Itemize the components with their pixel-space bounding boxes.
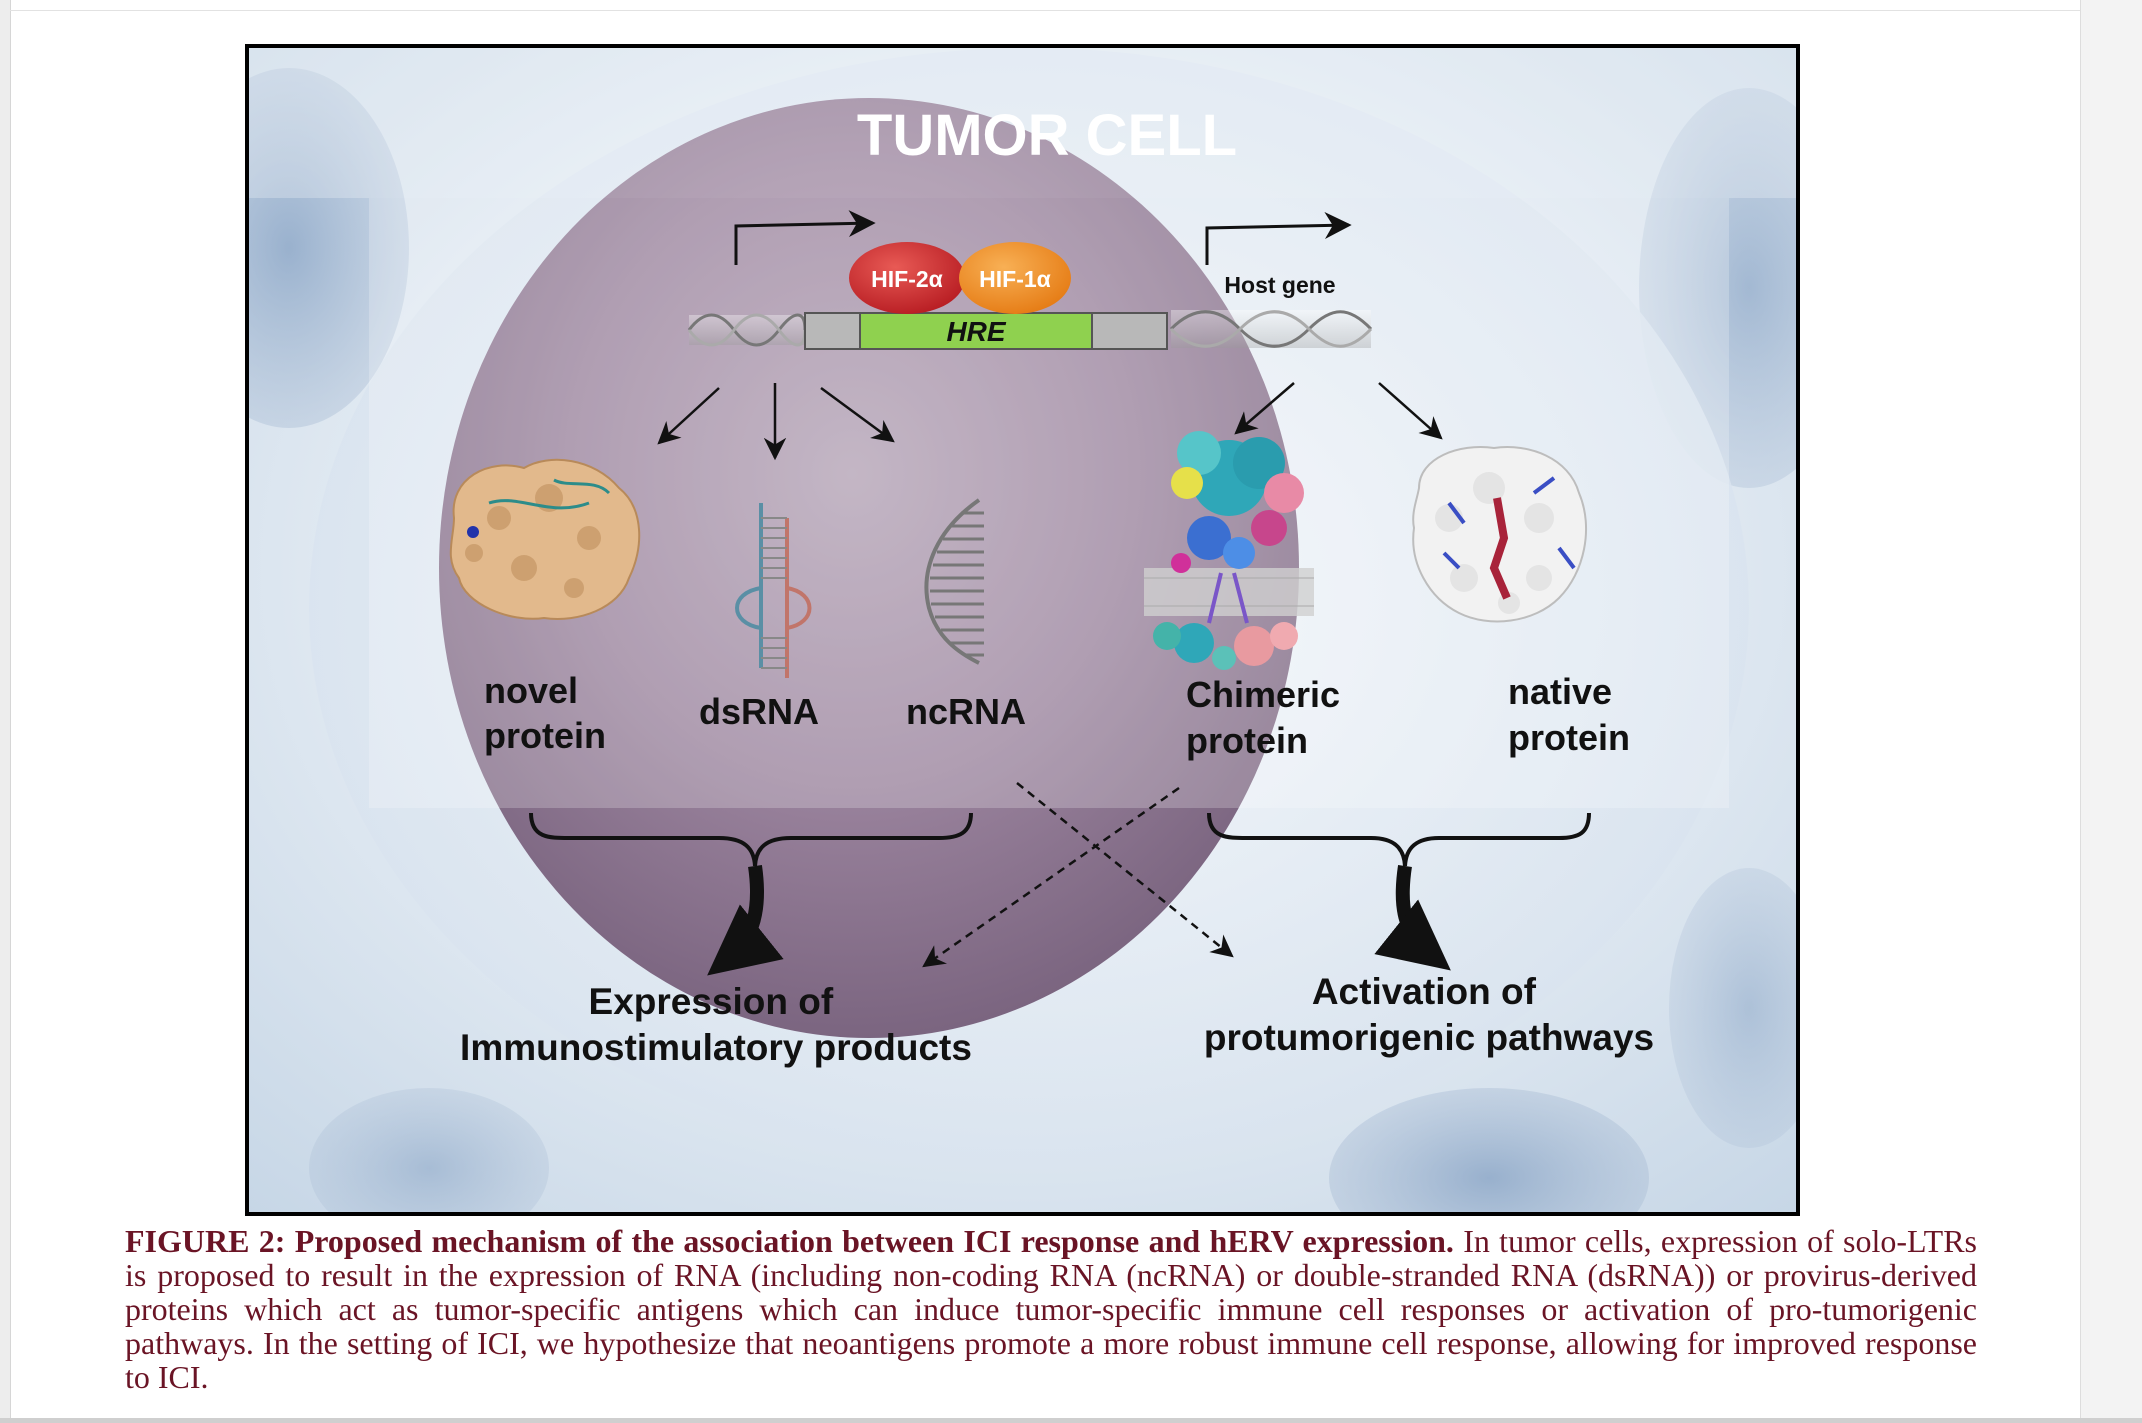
dsrna-label: dsRNA	[699, 691, 819, 732]
dashed-arrow-chimeric-to-immunostimulatory	[922, 786, 1180, 968]
page-left-margin	[0, 0, 11, 1423]
immunostimulatory-outcome-label: Expression of Immunostimulatory products	[460, 981, 972, 1068]
native-protein-label-line-2: protein	[1508, 717, 1630, 758]
protumorigenic-outcome-label: Activation of protumorigenic pathways	[1204, 971, 1654, 1058]
dna-helix-left	[687, 313, 807, 347]
page-bottom-edge	[0, 1418, 2142, 1423]
figure-2: TUMOR CELL HRE Host gene HIF-2α HIF-1α	[245, 44, 1800, 1216]
figure-illustration: TUMOR CELL HRE Host gene HIF-2α HIF-1α	[249, 48, 1796, 1212]
ltr-flank-right	[1091, 312, 1168, 350]
chimeric-protein-label-line-2: protein	[1186, 720, 1308, 761]
caption-body: In tumor cells, expression of solo-LTRs …	[125, 1223, 1977, 1395]
background-cell-blob	[309, 1088, 549, 1212]
arrow-to-chimeric-protein	[1234, 382, 1295, 435]
arrow-to-native-protein	[1378, 382, 1443, 440]
arrow-to-ncrna	[820, 386, 895, 443]
page-top-margin	[10, 0, 2080, 11]
arrow-to-novel-protein	[657, 387, 720, 445]
dsrna-structure	[735, 503, 812, 678]
arrow-to-protumorigenic	[1374, 864, 1451, 971]
page-right-margin	[2080, 0, 2142, 1423]
native-protein-structure	[1412, 446, 1587, 623]
immunostimulatory-outcome-line-2: Immunostimulatory products	[460, 1027, 972, 1068]
protumorigenic-outcome-line-1: Activation of	[1312, 971, 1537, 1012]
caption-lead: FIGURE 2: Proposed mechanism of the asso…	[125, 1223, 1454, 1259]
native-protein-label-line-1: native	[1508, 671, 1612, 712]
title-band	[249, 48, 1796, 198]
native-protein-label: native protein	[1508, 671, 1630, 758]
ncrna-structure	[924, 498, 984, 665]
background-cell-blob	[1329, 1088, 1649, 1212]
dna-helix-right	[1169, 310, 1373, 348]
transcription-start-arrow-left	[734, 210, 876, 265]
protumorigenic-outcome-line-2: protumorigenic pathways	[1204, 1017, 1654, 1058]
novel-protein-label-line-1: novel	[484, 670, 578, 711]
transcription-start-arrow-right	[1205, 212, 1352, 265]
hif2-alpha-factor	[849, 242, 965, 314]
novel-protein-structure	[449, 458, 641, 620]
hif2-alpha-label: HIF-2α	[871, 266, 943, 292]
hre-label: HRE	[946, 316, 1006, 347]
chimeric-protein-structure	[1144, 431, 1314, 670]
hif1-alpha-factor	[959, 242, 1071, 314]
background-cell-blob	[249, 68, 409, 428]
novel-protein-label: novel protein	[484, 670, 606, 756]
background-cell-blob	[1669, 868, 1796, 1148]
novel-protein-label-line-2: protein	[484, 715, 606, 756]
dashed-arrow-ncrna-to-protumorigenic	[1016, 782, 1234, 958]
immunostimulatory-outcome-line-1: Expression of	[589, 981, 834, 1022]
chimeric-protein-label: Chimeric protein	[1186, 674, 1350, 761]
ltr-flank-left	[804, 312, 861, 350]
host-gene-label: Host gene	[1224, 272, 1335, 298]
ncrna-label: ncRNA	[906, 691, 1026, 732]
hre-box	[859, 312, 1093, 350]
arrow-to-immunostimulatory	[707, 865, 784, 976]
chimeric-protein-label-line-1: Chimeric	[1186, 674, 1340, 715]
figure-caption: FIGURE 2: Proposed mechanism of the asso…	[125, 1224, 1977, 1394]
figure-title: TUMOR CELL	[857, 103, 1237, 168]
hif1-alpha-label: HIF-1α	[979, 266, 1051, 292]
